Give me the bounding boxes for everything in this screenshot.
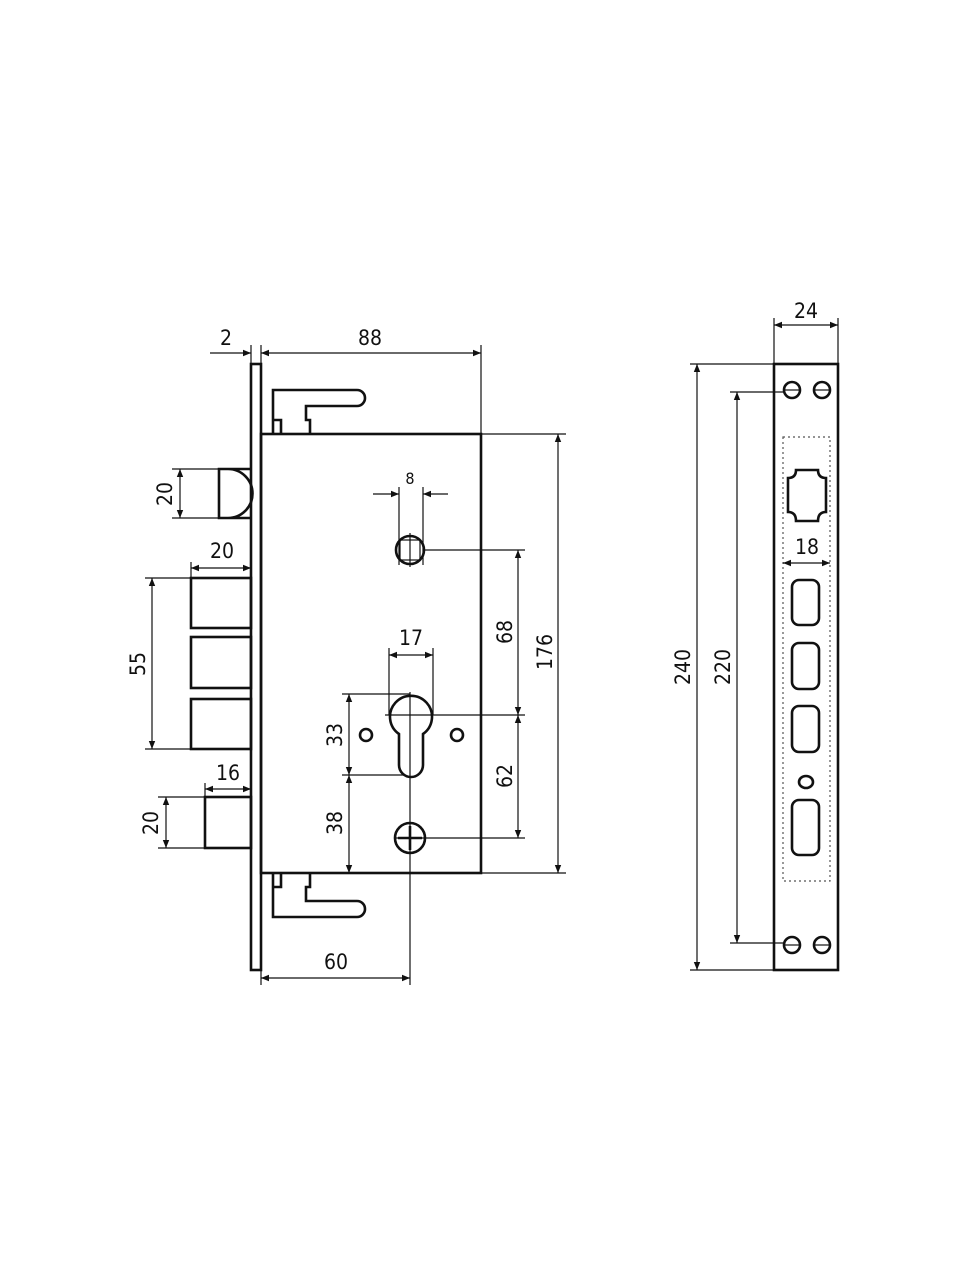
- dim-strike-length: 240: [671, 649, 695, 685]
- dim-strike-width: 24: [794, 299, 818, 323]
- bolt-3: [189, 697, 253, 751]
- cylinder-hole: [388, 694, 434, 779]
- bolt-1: [189, 576, 253, 630]
- dim-bolts-span: 55: [126, 652, 150, 676]
- dim-backset: 60: [324, 950, 348, 974]
- dim-cylinder-bottom: 38: [323, 811, 347, 835]
- mount-hole-right: [449, 727, 465, 743]
- bolt-opening-2: [790, 641, 821, 691]
- dim-spindle-cylinder: 68: [493, 620, 517, 644]
- deadbolt: [203, 795, 253, 850]
- strike-dimensions: 24 18 240 220: [671, 299, 839, 971]
- dim-faceplate: 2: [220, 326, 232, 350]
- dim-case-height: 176: [533, 634, 557, 670]
- dim-case-depth: 88: [358, 326, 382, 350]
- lock-case: [259, 432, 483, 875]
- bottom-hook: [271, 873, 367, 919]
- deadbolt-opening: [790, 798, 821, 857]
- strike-plate: [772, 362, 840, 972]
- dim-bolt-length: 20: [210, 539, 234, 563]
- dim-deadbolt-height: 20: [139, 811, 163, 835]
- dim-cylinder-upper: 33: [323, 723, 347, 747]
- dim-cylinder-screw: 62: [493, 764, 517, 788]
- bolt-opening-3: [790, 704, 821, 754]
- dim-deadbolt-length: 16: [216, 761, 240, 785]
- spindle-hole: [394, 533, 426, 567]
- dim-spindle: 8: [405, 469, 414, 488]
- dim-cylinder-width: 17: [399, 626, 423, 650]
- screw-holes: [782, 380, 832, 955]
- small-opening: [797, 774, 815, 790]
- bolt-2: [189, 635, 253, 690]
- mount-hole-left: [358, 727, 374, 743]
- bolt-opening-1: [790, 578, 821, 627]
- dim-latch-height: 20: [153, 482, 177, 506]
- latch: [217, 467, 254, 520]
- dim-screw-spacing: 220: [711, 649, 735, 685]
- lock-body: [189, 362, 483, 972]
- latch-opening: [786, 468, 828, 523]
- top-hook: [271, 388, 367, 434]
- recess-outline: [782, 436, 831, 882]
- faceplate: [249, 362, 263, 972]
- dim-opening-width: 18: [795, 535, 819, 559]
- lock-dimensions: 2 88 8 68 62 176 17 33 38 60 20 20: [126, 326, 566, 985]
